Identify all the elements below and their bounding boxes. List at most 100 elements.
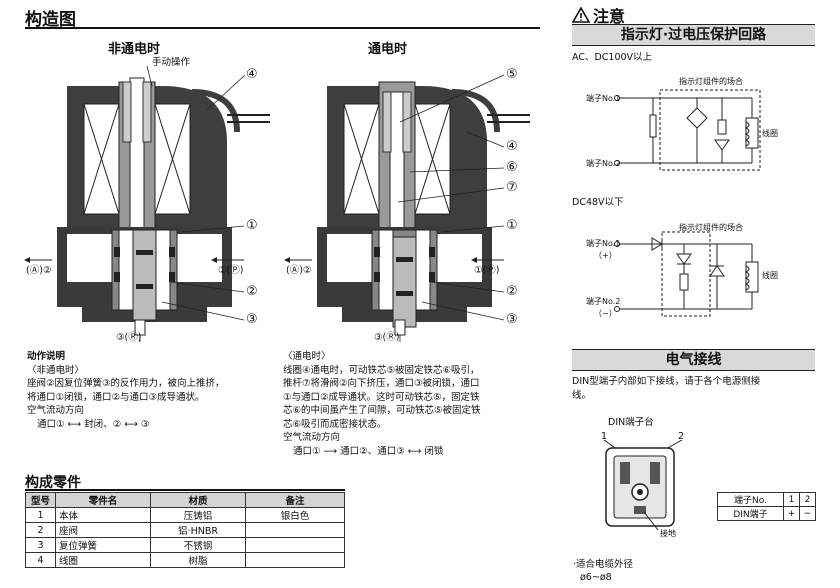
- caution-label: 注意: [593, 7, 626, 26]
- ground-label: 接地: [660, 529, 676, 538]
- terminal-1-label: 端子No.1: [586, 94, 621, 103]
- plus-label: （+）: [594, 251, 617, 260]
- explain-on-line: 芯⑥吸引而成密接状态。: [283, 418, 387, 430]
- circuit-ac: [614, 89, 761, 171]
- explain-off-line: 将通口①闭锁，通口②与通口③成导通状。: [27, 391, 205, 403]
- explain-on-flow-label: 空气流动方向: [283, 432, 341, 443]
- parts-header-row: 型号 零件名 材质 备注: [25, 492, 345, 508]
- dc-label: DC48V以下: [572, 197, 624, 208]
- callout-1: ①: [246, 218, 258, 233]
- callout-7: ⑦: [506, 180, 518, 195]
- explain-on-line: 推杆⑦将滑阀②向下挤压，通口③被闭锁，通口: [283, 378, 480, 389]
- cell: 1: [25, 507, 56, 523]
- valve-diagram-off: [24, 65, 270, 342]
- ac-label: AC、DC100V以上: [572, 52, 653, 63]
- cell: 线圈: [55, 552, 151, 568]
- coil-label-2: 线圈: [762, 271, 778, 280]
- din-text-line: DIN型端子内部如下接线，请于各个电源侧接: [572, 376, 761, 387]
- callout-6: ⑥: [506, 160, 518, 175]
- cell: [245, 522, 345, 538]
- port-r-label: ③(Ⓡ): [116, 332, 142, 343]
- din-pin-2: 2: [678, 431, 685, 442]
- explain-off-line: 座阀②因复位弹簧③的反作用力，被向上推挤，: [27, 378, 225, 389]
- cell: 2: [25, 522, 56, 538]
- cell: 端子No.: [717, 492, 784, 507]
- warning-triangle-icon: [572, 7, 590, 23]
- callout-3b: ③: [506, 312, 518, 327]
- col-header: 备注: [245, 492, 345, 508]
- circuit-dc: [614, 231, 759, 317]
- explain-on-line: ①与通口②成导通状。这时可动铁芯⑤，固定铁: [283, 391, 480, 403]
- cell: 银白色: [245, 507, 345, 523]
- minus-label: （−）: [594, 309, 617, 318]
- explain-off-sub: 〈非通电时〉: [27, 364, 85, 376]
- cable-value: ø6~ø8: [580, 572, 612, 583]
- explain-on-flow: 通口① ⟶ 通口②、通口③ ⟷ 闭锁: [293, 445, 444, 457]
- col-header: 材质: [150, 492, 246, 508]
- indicator-label-2: 指示灯组件的场合: [679, 223, 743, 232]
- terminal-table: 端子No. 1 2 DIN端子 + −: [717, 492, 816, 521]
- terminal-2-label-dc: 端子No.2: [586, 297, 621, 306]
- cable-label: ·适合电缆外径: [573, 559, 634, 570]
- table-row: 3 复位弹簧 不锈钢: [25, 537, 345, 553]
- cell: 本体: [55, 507, 151, 523]
- cell: 不锈钢: [150, 537, 246, 553]
- cell: −: [799, 506, 816, 521]
- parts-title: 构成零件: [25, 475, 81, 491]
- table-row: 1 本体 压铸铝 银白色: [25, 507, 345, 523]
- diagram-off-title: 非通电时: [108, 42, 161, 57]
- col-header: 零件名: [55, 492, 151, 508]
- col-header: 型号: [25, 492, 56, 508]
- cell: 座阀: [55, 522, 151, 538]
- title-rule: [25, 27, 540, 29]
- explain-off-flow: 通口① ⟷ 封闭、② ⟷ ③: [37, 418, 150, 430]
- parts-table: 型号 零件名 材质 备注 1 本体 压铸铝 银白色 2 座阀 铝·HNBR 3 …: [25, 492, 345, 568]
- callout-2b: ②: [506, 284, 518, 299]
- cell: 铝·HNBR: [150, 522, 246, 538]
- indicator-circuit-bar: 指示灯·过电压保护回路: [572, 24, 815, 46]
- table-row: 2 座阀 铝·HNBR: [25, 522, 345, 538]
- callout-1b: ①: [506, 218, 518, 233]
- cell: 4: [25, 552, 56, 568]
- cell: 3: [25, 537, 56, 553]
- din-terminal-label: DIN端子台: [608, 417, 654, 428]
- explain-off-flow-label: 空气流动方向: [27, 405, 85, 416]
- explain-on-sub: 〈通电时〉: [283, 351, 331, 362]
- coil-label-1: 线圈: [762, 129, 778, 138]
- cell: 复位弹簧: [55, 537, 151, 553]
- din-description: DIN型端子内部如下接线，请于各个电源侧接 线。: [572, 375, 822, 402]
- port-a-label: (Ⓐ)②: [26, 265, 52, 276]
- callout-2: ②: [246, 284, 258, 299]
- indicator-label-1: 指示灯组件的场合: [679, 77, 743, 86]
- section-title-structure: 构造图: [25, 10, 76, 30]
- electrical-wiring-bar: 电气接线: [572, 349, 815, 371]
- port-p-label: ①(Ⓟ): [218, 265, 244, 276]
- cell: 1: [783, 492, 800, 507]
- port-p-label-on: ①(Ⓟ): [474, 265, 500, 276]
- operation-heading: 动作说明: [27, 351, 66, 362]
- terminal-1-label-dc: 端子No.1: [586, 239, 621, 248]
- explain-on-line: 芯⑥的中间虽产生了间隙，可动铁芯⑤被固定铁: [283, 405, 481, 416]
- cell: [245, 552, 345, 568]
- port-r-label-on: ③(Ⓡ): [374, 332, 400, 343]
- terminal-2-label: 端子No.2: [586, 159, 621, 168]
- table-row: 端子No. 1 2: [717, 492, 816, 507]
- cell: +: [783, 506, 800, 521]
- cell: 压铸铝: [150, 507, 246, 523]
- callout-3: ③: [246, 312, 258, 327]
- explanation-on: 〈通电时〉 线圈④通电时，可动铁芯⑤被固定铁芯⑥吸引， 推杆⑦将滑阀②向下挤压，…: [283, 350, 543, 458]
- manual-operation-label: 手动操作: [152, 57, 191, 68]
- cell: DIN端子: [717, 506, 784, 521]
- din-pin-1: 1: [601, 431, 608, 442]
- cell: 2: [799, 492, 816, 507]
- diagram-on-title: 通电时: [368, 42, 408, 57]
- parts-rule: [25, 489, 345, 491]
- table-row: DIN端子 + −: [717, 506, 816, 521]
- callout-4b: ④: [506, 139, 518, 154]
- table-row: 4 线圈 树脂: [25, 552, 345, 568]
- callout-4: ④: [246, 67, 258, 82]
- callout-5: ⑤: [506, 67, 518, 82]
- port-a-label-on: (Ⓐ)②: [286, 265, 312, 276]
- caution-heading: 注意: [572, 3, 625, 27]
- din-text-line: 线。: [572, 389, 592, 401]
